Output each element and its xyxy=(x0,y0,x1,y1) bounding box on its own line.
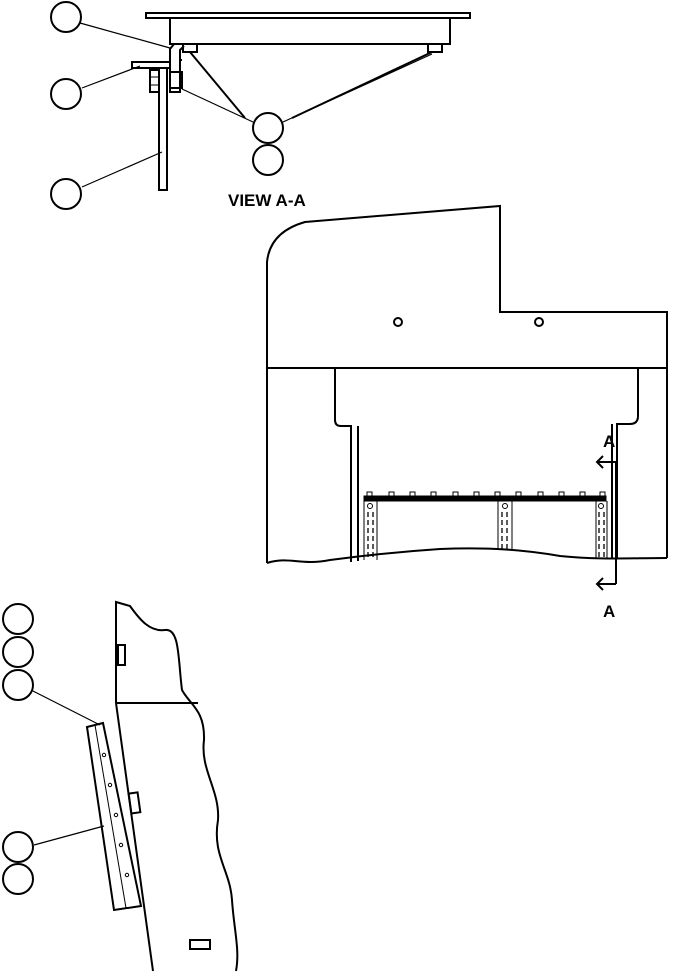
wall-panel xyxy=(158,67,168,191)
break-line xyxy=(266,547,668,564)
callout-bubble xyxy=(2,603,34,635)
side-view xyxy=(2,600,239,972)
side-plate-top xyxy=(117,644,126,666)
frame-nut-left xyxy=(182,43,198,53)
opening-right-edge xyxy=(616,368,639,558)
callout-bubble xyxy=(2,831,34,863)
side-plate-bottom xyxy=(189,939,211,950)
side-plate-middle xyxy=(127,791,142,815)
bolt-head xyxy=(534,317,544,327)
bracket-bolt xyxy=(149,69,183,93)
side-front-edge xyxy=(115,702,154,972)
mounting-frame xyxy=(169,18,451,45)
callout-bubble xyxy=(50,178,82,210)
angle-bracket xyxy=(169,43,185,93)
section-label-top: A xyxy=(603,432,615,451)
section-label-bottom: A xyxy=(603,602,615,621)
guard-post-center xyxy=(497,501,513,550)
guard-post-right xyxy=(595,501,608,558)
frame-nut-right xyxy=(427,43,443,53)
top-plate xyxy=(145,12,471,19)
callout-bubble xyxy=(252,144,284,176)
callout-bubble xyxy=(2,636,34,668)
callout-bubble xyxy=(2,669,34,701)
guard-bar xyxy=(363,495,607,502)
callout-bubble xyxy=(50,1,82,33)
opening-left-edge xyxy=(334,368,352,562)
cab-outline xyxy=(266,204,668,563)
guard-assembly xyxy=(363,491,608,560)
callout-bubble xyxy=(2,863,34,895)
view-title: VIEW A-A xyxy=(228,191,306,210)
callout-bubble xyxy=(252,112,284,144)
brace-left xyxy=(189,51,246,119)
section-indicator: A A xyxy=(595,432,617,621)
bolt-head xyxy=(393,317,403,327)
bracket-flange xyxy=(131,61,171,69)
view-a-a-section: VIEW A-A xyxy=(50,1,471,210)
callout-bubble xyxy=(50,78,82,110)
front-view: A A xyxy=(266,204,668,621)
guard-post-left xyxy=(363,501,378,560)
side-guard-rail xyxy=(85,721,143,912)
side-body-outline xyxy=(115,600,239,972)
